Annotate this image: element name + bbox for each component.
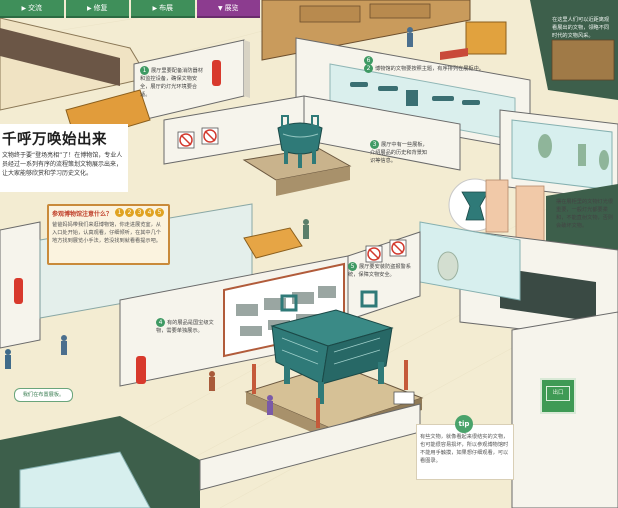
question-body: 爸爸妈妈带我们来逛博物馆，你走进展览室，从入口处开始，认真观看，仔细倾听，在其中… <box>52 222 161 244</box>
page-title: 千呼万唤始出来 <box>2 132 107 148</box>
question-numbers: 1 2 3 4 5 <box>115 208 164 217</box>
display-wall-carvings <box>500 268 596 322</box>
exit-sign: 出口 <box>540 378 576 414</box>
crate-3 <box>551 39 615 81</box>
jade-artifacts <box>538 134 609 170</box>
number-badge: 2 <box>125 208 134 217</box>
plaque-text: 博物馆的文物要按照主题，有序排列在展柜中。 <box>375 66 484 72</box>
plaque-text: 展厅里要配备消防器材和监控设备，确保文物安全，展厅的灯光环境要合适。 <box>140 68 203 98</box>
tab-exhibit[interactable]: ▼展览 <box>196 0 260 18</box>
no-touch-sign-2 <box>389 239 407 257</box>
tip-text: 有些文物，就像看起来很结实的文物，也可能很容易损坏，所以参观博物馆时不能用手触摸… <box>420 434 509 464</box>
fire-extinguisher-2 <box>14 278 23 304</box>
plaque-number: 3 <box>370 140 379 149</box>
tip-badge: tip <box>455 415 473 433</box>
weapon-artifacts <box>350 82 480 106</box>
exit-label: 出口 <box>546 386 570 401</box>
lighting-caption: 摆在展柜里的文物灯光很重要，一般灯光都要柔和，不能直射文物，否则会破坏文物。 <box>556 199 614 229</box>
info-label <box>393 391 415 405</box>
plaque-text: 有的展品是国宝级文物，需要单独展示。 <box>156 320 214 334</box>
fire-extinguisher-3 <box>136 356 146 384</box>
rope-stanchions <box>252 360 408 428</box>
hand-truck <box>440 48 468 60</box>
open-crate <box>243 227 303 259</box>
showcase-pedestal <box>515 185 545 247</box>
number-badge: 5 <box>155 208 164 217</box>
question-panel: 参观博物馆注意什么？ 1 2 3 4 5 爸爸妈妈带我们来逛博物馆，你走进展览室… <box>47 204 170 265</box>
plaque-number: 4 <box>156 318 165 327</box>
number-badge: 1 <box>115 208 124 217</box>
visitor-figures <box>5 27 413 415</box>
pedestal-1-side <box>276 166 350 196</box>
bottom-glass-case <box>19 451 151 508</box>
tab-exchange[interactable]: ▶交流 <box>0 0 64 18</box>
crate-2 <box>369 3 431 19</box>
number-badge: 4 <box>145 208 154 217</box>
tab-label: 修复 <box>93 4 108 12</box>
tab-restore[interactable]: ▶修复 <box>65 0 129 18</box>
badge-6: 6 <box>364 56 373 65</box>
stone-artifact <box>437 251 459 281</box>
tab-arrange[interactable]: ▶布展 <box>131 0 195 18</box>
plaque-text: 展厅中有一些展板，介绍展品的历史和背景知识等信息。 <box>370 142 428 164</box>
title-block: 千呼万唤始出来 文物终于要“登场亮相”了！在博物馆，专业人员经过一系列有序的流程… <box>0 124 128 192</box>
tab-label: 交流 <box>28 4 43 12</box>
tab-label: 展览 <box>224 4 239 12</box>
no-photo-sign-1 <box>177 131 195 149</box>
no-photo-sign-2 <box>365 245 383 263</box>
showcase-pedestal-2 <box>485 179 509 233</box>
top-nav: ▶交流 ▶修复 ▶布展 ▼展览 <box>0 0 262 18</box>
intro-text: 文物终于要“登场亮相”了！在博物馆，专业人员经过一系列有序的流程策划文物展示出来… <box>2 152 123 177</box>
cardboard-box <box>465 21 507 55</box>
crate-1 <box>299 5 361 23</box>
glass-case-jade <box>511 119 613 191</box>
plaque-number: 5 <box>348 262 357 271</box>
question-title: 参观博物馆注意什么？ <box>52 211 113 218</box>
bronze-square-ding <box>270 290 394 404</box>
speech-callout: 我们在布置展板。 <box>14 388 73 402</box>
wall-edge <box>244 40 250 98</box>
plaque-number: 2 <box>364 64 373 73</box>
plaque-number: 1 <box>140 66 149 75</box>
dark-crate <box>0 28 120 86</box>
fire-extinguisher-1 <box>212 60 221 86</box>
tip-box: tip 有些文物，就像看起来很结实的文物，也可能很容易损坏，所以参观博物馆时不能… <box>416 415 514 480</box>
tab-label: 布展 <box>159 4 174 12</box>
no-touch-sign-1 <box>201 127 219 145</box>
plaque-text: 展厅要安装防盗报警系统，保障文物安全。 <box>348 264 411 278</box>
bronze-tripod-ding <box>277 115 323 168</box>
number-badge: 3 <box>135 208 144 217</box>
storage-caption: 在这里人们可以近距离观看展出的文物，领略不同时代的文物风采。 <box>552 17 610 39</box>
